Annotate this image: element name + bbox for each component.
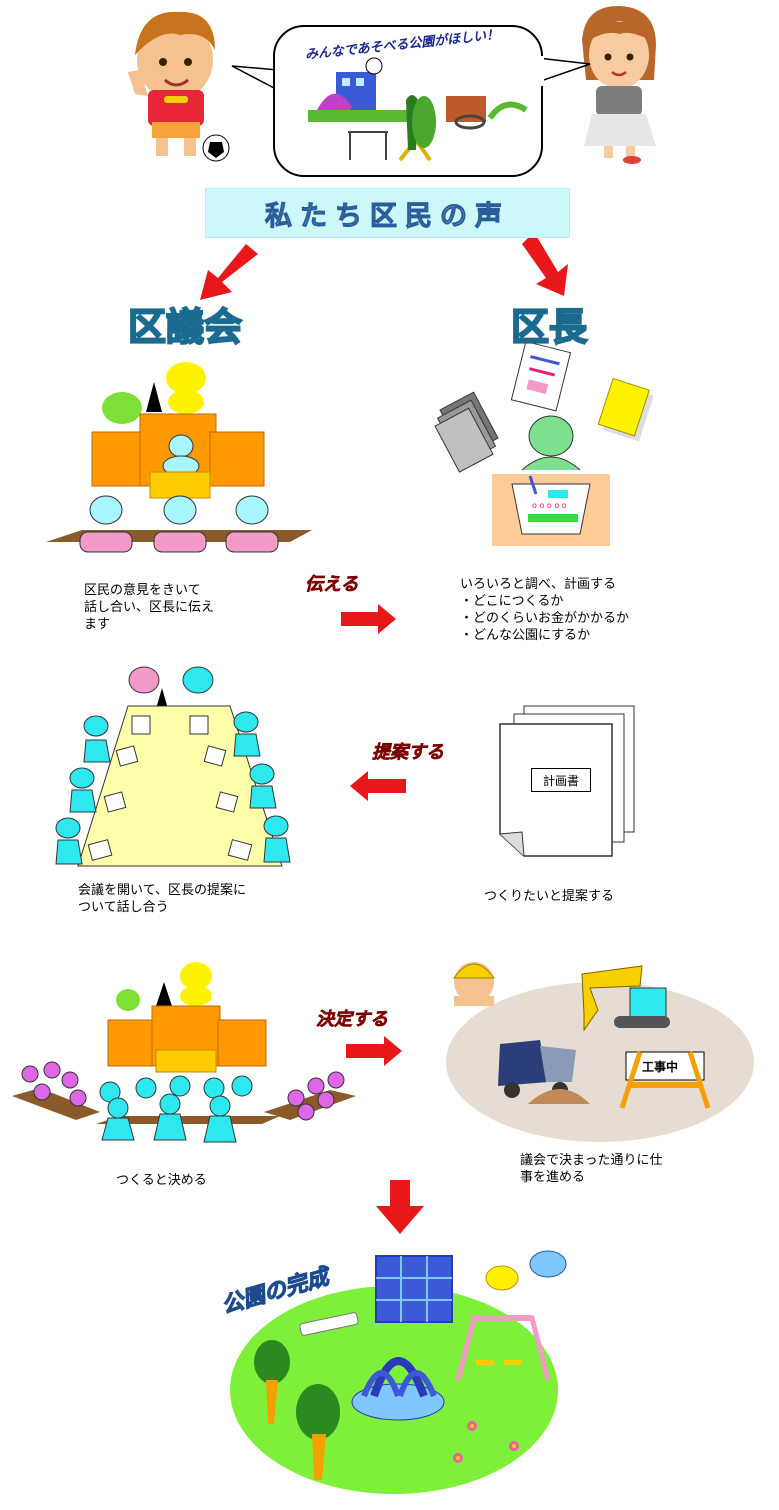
banner-title: 私たち区民の声 [205,188,570,238]
arrow-decide [346,1036,402,1066]
construction-scene-illustration [446,962,754,1142]
svg-text:o o o o o: o o o o o [532,501,567,510]
arrow-down-to-park [376,1180,424,1234]
mayor-plan-text: いろいろと調べ、計画する ・どこにつくるか ・どのくらいお金がかかるか ・どんな… [460,577,630,643]
council-decision-illustration [12,962,356,1143]
verb-propose: 提案する [372,742,445,764]
arrow-to-council [200,244,258,300]
verb-decide: 決定する [316,1009,389,1031]
mayor-desk-illustration: o o o o o [434,340,654,546]
verb-tell: 伝える [305,574,359,596]
council-chamber-illustration [46,362,312,553]
mayor-propose-text: つくりたいと提案する [484,889,615,904]
council-listen-text: 区民の意見をきいて 話し合い、区長に伝え ます [84,583,215,632]
arrow-to-mayor [522,232,568,296]
boy-illustration [128,11,230,162]
girl-illustration [582,5,656,164]
park-illustration [230,1250,567,1494]
mayor-build-text: 議会で決まった通りに仕 事を進める [520,1153,663,1185]
council-meeting-text: 会議を開いて、区長の提案に ついて話し合う [78,883,246,915]
council-heading: 区議会 [127,304,243,350]
construction-sign-text: 工事中 [642,1060,679,1074]
mayor-heading: 区長 [510,304,588,350]
arrow-tell [341,604,396,634]
council-decide-text: つくると決める [116,1173,207,1188]
plan-document-label: 計画書 [531,768,591,792]
meeting-table-illustration [55,666,291,867]
speech-bubble [231,25,591,177]
arrow-propose [350,771,406,801]
